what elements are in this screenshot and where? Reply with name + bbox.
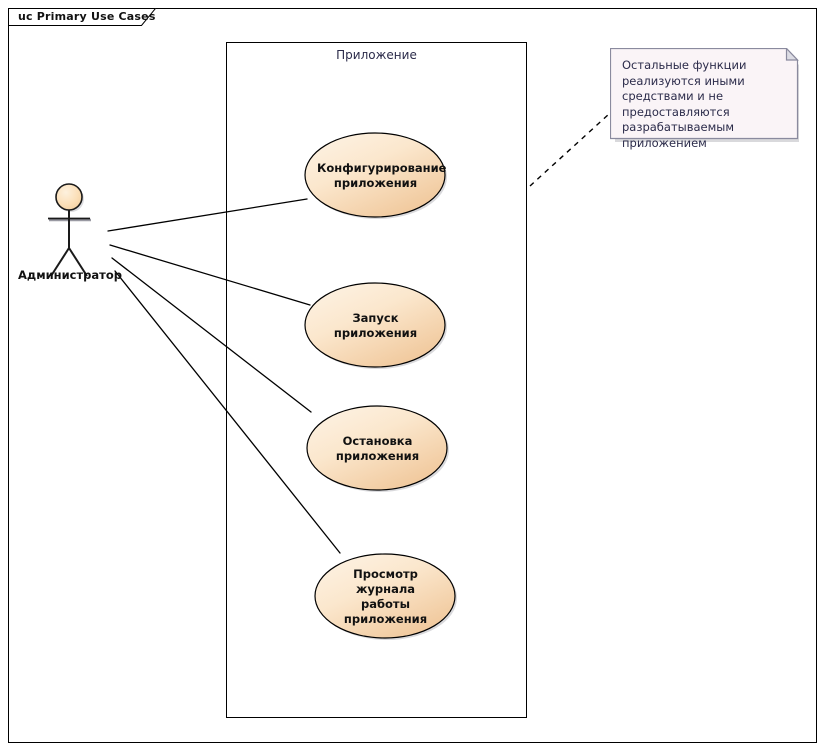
use-case-label: Остановка приложения — [335, 434, 420, 463]
diagram-title-label: uc Primary Use Cases — [18, 10, 156, 23]
system-boundary-label: Приложение — [336, 48, 417, 62]
use-case-start-application[interactable]: Запуск приложения — [303, 282, 448, 370]
use-case-label: Запуск приложения — [333, 311, 418, 340]
use-case-ellipse-shape — [314, 553, 457, 640]
use-case-configure-application[interactable]: Конфигурирование приложения — [303, 132, 448, 220]
use-case-label: Конфигурирование приложения — [317, 161, 447, 190]
use-case-ellipse-shape — [306, 405, 449, 492]
title-tab-shape — [8, 8, 156, 26]
note-shape — [609, 47, 799, 142]
use-case-ellipse-shape — [304, 132, 447, 219]
actor-administrator[interactable] — [34, 178, 106, 282]
diagram-title-tab: uc Primary Use Cases — [8, 8, 156, 26]
use-case-view-application-log[interactable]: Просмотр журнала работы приложения — [313, 553, 458, 641]
stick-figure-actor-icon — [48, 183, 91, 277]
use-case-stop-application[interactable]: Остановка приложения — [305, 405, 450, 493]
use-case-ellipse-shape — [304, 282, 447, 369]
note-box[interactable]: Остальные функции реализуются иными сред… — [609, 47, 800, 150]
note-text: Остальные функции реализуются иными сред… — [622, 58, 747, 150]
actor-label: Администратор — [18, 268, 122, 282]
use-case-label: Просмотр журнала работы приложения — [343, 567, 428, 626]
